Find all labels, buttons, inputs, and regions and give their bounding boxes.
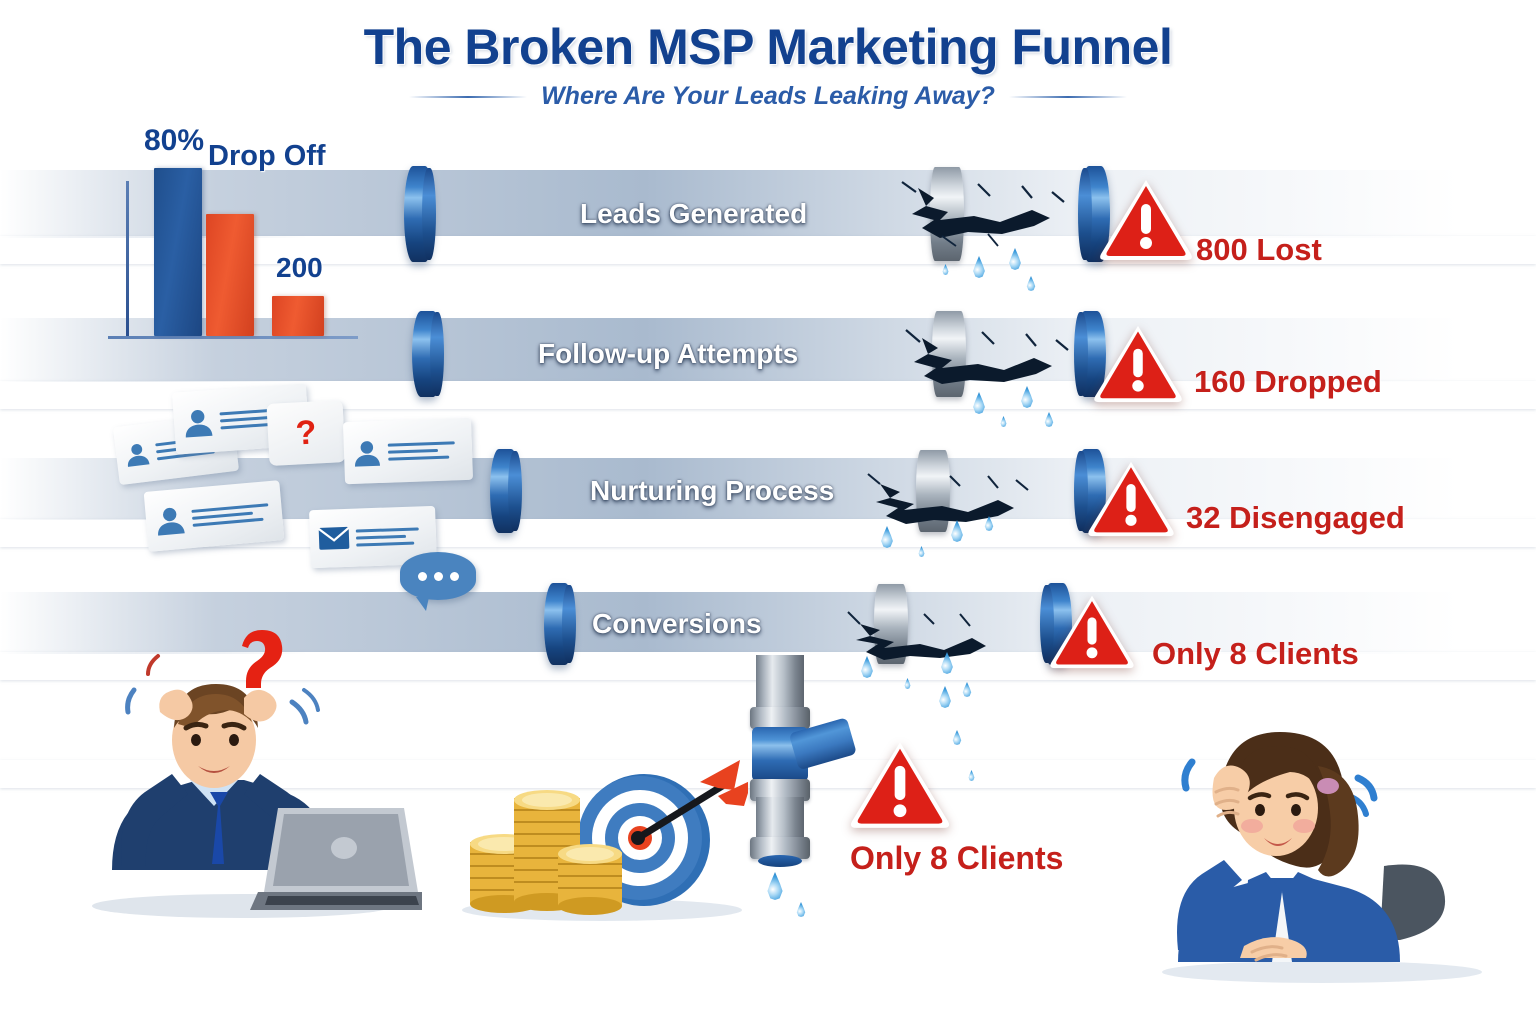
chart-y-axis (126, 181, 129, 337)
pipe-cap-right-2 (1074, 310, 1106, 398)
pipe-collar-4 (874, 583, 908, 665)
chart-bar-1 (154, 168, 202, 336)
businessman-illustration (92, 630, 430, 918)
warning-triangle-icon (1100, 180, 1192, 260)
leak-drop (939, 686, 951, 708)
frustrated-businesswoman (1152, 700, 1488, 984)
pipe-crack-4 (847, 611, 986, 660)
frustrated-businessman-with-laptop (82, 620, 430, 920)
row-band-2 (0, 318, 1536, 382)
coin-stack-right (558, 844, 622, 915)
leak-drop (962, 682, 972, 697)
coins-and-target (452, 752, 752, 922)
funnel-stage-2: Follow-up Attempts (412, 310, 1106, 427)
contact-card (342, 417, 474, 485)
warning-badge-2 (1092, 322, 1184, 404)
row-band-1 (0, 170, 1536, 238)
leak-drop (952, 730, 962, 745)
pipe-cap-right-4 (1040, 582, 1072, 666)
funnel-stage-1: Leads Generated (404, 166, 1110, 291)
pipe-cap-right-1 (1078, 166, 1110, 262)
contact-cards-cluster: ? (112, 383, 492, 616)
contact-card (143, 480, 285, 552)
person-avatar-icon (127, 444, 150, 467)
drain-segment-top (756, 655, 804, 713)
leak-drop (767, 872, 783, 900)
chart-label-80: 80% (144, 124, 205, 157)
warning-triangle-icon (1050, 595, 1134, 669)
pipe-collar-2 (932, 311, 966, 397)
pipe-cap-left-4 (544, 582, 576, 666)
stage-label-1: Leads Generated (580, 198, 808, 229)
pipe-collar-1 (930, 166, 964, 262)
chart-bar-3 (272, 296, 324, 336)
leak-drop (1044, 412, 1054, 427)
chart-x-axis (108, 336, 358, 339)
person-avatar-icon (355, 441, 380, 467)
outcome-label: Only 8 Clients (850, 840, 1064, 876)
leak-drop (918, 546, 925, 557)
pipe-crack-3 (867, 473, 1029, 524)
pipe-crack-2 (905, 329, 1069, 384)
stage-label-2: Follow-up Attempts (538, 338, 799, 369)
leak-drop (1026, 276, 1036, 291)
chart-annotation-drop-off: Drop Off (208, 140, 326, 172)
outcome-warning-badge (848, 738, 952, 830)
drain-pipe (748, 655, 857, 870)
envelope-icon (318, 526, 350, 550)
chart-label-200: 200 (276, 252, 323, 283)
pipe-cap-left-3 (490, 448, 522, 534)
loss-label-3: 32 Disengaged (1186, 500, 1405, 535)
warning-triangle-icon (850, 742, 950, 828)
warning-triangle-icon (1088, 461, 1174, 537)
businesswoman-illustration (1162, 732, 1482, 983)
contact-card (172, 383, 310, 455)
drain-outlet (758, 855, 802, 867)
loss-label-2: 160 Dropped (1194, 364, 1382, 399)
subtitle-row: Where Are Your Leads Leaking Away? (0, 82, 1536, 111)
page-subtitle: Where Are Your Leads Leaking Away? (541, 82, 995, 110)
loss-label-4: Only 8 Clients (1152, 636, 1359, 671)
drain-ring-top (750, 707, 810, 729)
leak-drop (1000, 416, 1007, 427)
stage-label-3: Nurturing Process (590, 475, 835, 506)
header: The Broken MSP Marketing Funnel Where Ar… (0, 18, 1536, 111)
pipe-crack-1 (901, 181, 1065, 247)
warning-triangle-icon (1094, 325, 1182, 403)
question-card: ? (266, 400, 346, 466)
row-band-4 (0, 592, 1536, 654)
leak-drop (942, 264, 949, 275)
funnel-stage-3: Nurturing Process (490, 448, 1106, 557)
contact-card (112, 412, 240, 486)
person-avatar-icon (158, 507, 185, 536)
drain-segment-bottom (756, 797, 804, 843)
pipe-cap-left-2 (412, 310, 444, 398)
pipe-cap-left-1 (404, 166, 436, 262)
drain-ring-mid (750, 779, 810, 801)
pipe-cap-right-3 (1074, 448, 1106, 534)
leak-drop (796, 902, 806, 917)
row-shelf-1 (0, 236, 1536, 264)
divider-left (409, 95, 528, 98)
warning-badge-3 (1086, 458, 1176, 538)
money-target-illustration (462, 760, 752, 921)
stage-label-4: Conversions (592, 608, 762, 639)
question-mark-icon: ? (294, 412, 318, 453)
divider-right (1008, 95, 1127, 98)
loss-label-1: 800 Lost (1196, 232, 1322, 267)
pipe-collar-3 (916, 449, 950, 533)
email-card (309, 505, 437, 569)
drain-ring-bottom (750, 837, 810, 859)
arrow-icon (631, 760, 752, 845)
drop-off-bar-chart: 80% Drop Off 200 (108, 124, 358, 351)
warning-badge-4 (1048, 592, 1136, 670)
warning-badge-1 (1098, 176, 1194, 262)
chart-bar-2 (206, 214, 254, 336)
funnel-stage-4: Conversions (544, 582, 1072, 697)
page-title: The Broken MSP Marketing Funnel (363, 19, 1173, 75)
person-avatar-icon (185, 410, 213, 438)
chat-bubble-icon (400, 552, 476, 611)
